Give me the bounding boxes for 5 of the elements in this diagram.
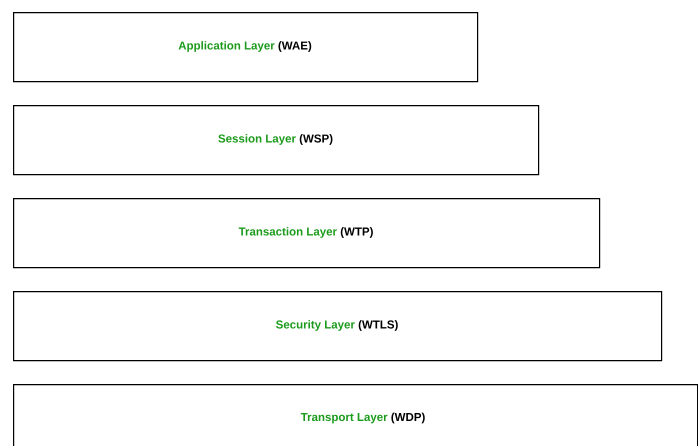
layer-box: Application Layer (WAE) xyxy=(13,12,478,82)
layer-box: Session Layer (WSP) xyxy=(13,105,540,176)
layer-box: Security Layer (WTLS) xyxy=(13,291,662,362)
layer-box: Transaction Layer (WTP) xyxy=(13,198,600,268)
layer-box: Transport Layer (WDP) xyxy=(13,384,698,446)
